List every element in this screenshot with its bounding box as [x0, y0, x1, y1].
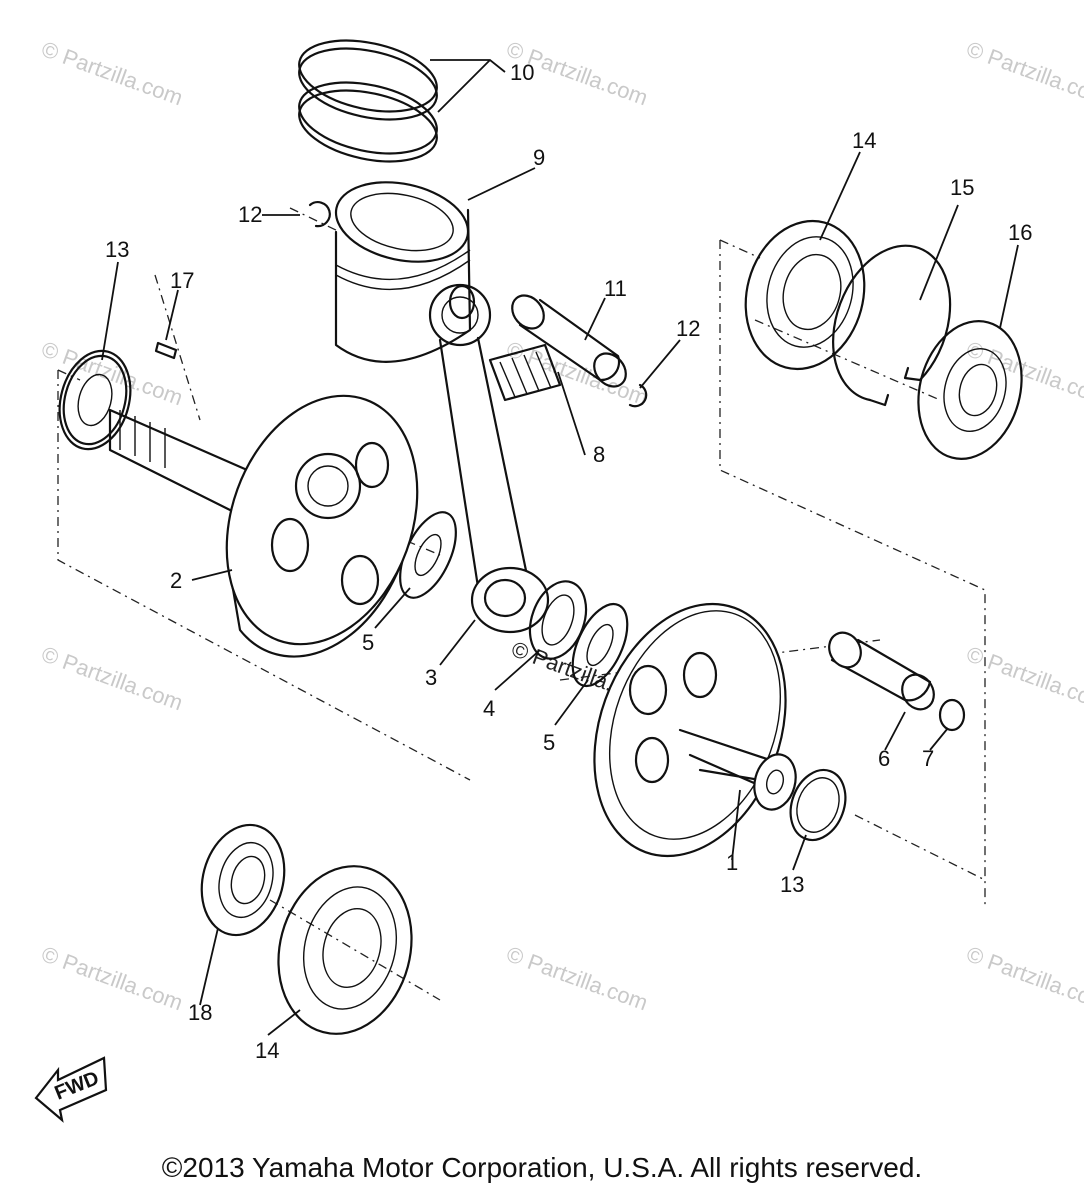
right-crank-half [593, 602, 797, 858]
callout-13: 13 [105, 237, 129, 262]
callout-12: 12 [238, 202, 262, 227]
callout-5: 5 [362, 630, 374, 655]
fwd-arrow: FWD [34, 1056, 108, 1123]
watermark: © Partzilla.com [38, 941, 186, 1015]
watermark: © Partzilla.com [963, 641, 1084, 715]
piston [334, 181, 476, 363]
callout-8: 8 [593, 442, 605, 467]
callout-7: 7 [922, 746, 934, 771]
callout-3: 3 [425, 665, 437, 690]
connecting-rod [428, 283, 550, 634]
callout-12: 12 [676, 316, 700, 341]
callout-16: 16 [1008, 220, 1032, 245]
leader-lines [101, 59, 1019, 1036]
watermark: © Partzilla.com [963, 36, 1084, 110]
callout-6: 6 [878, 746, 890, 771]
oil-seal [917, 320, 1023, 460]
right-shim [789, 768, 847, 842]
callout-4: 4 [483, 696, 495, 721]
callout-11: 11 [604, 276, 627, 301]
piston-pin [511, 294, 627, 388]
right-bearing [744, 219, 866, 371]
plug [938, 698, 966, 732]
watermark: © Partzilla.com [963, 941, 1084, 1015]
left-shim [58, 349, 132, 451]
callout-labels: 10 9 12 12 11 13 17 2 5 3 8 4 5 14 15 16… [105, 60, 1032, 1063]
circlips [308, 201, 648, 408]
callout-14: 14 [255, 1038, 279, 1063]
large-circlip [832, 244, 952, 407]
watermarks: © Partzilla.com © Partzilla.com © Partzi… [38, 36, 1084, 1015]
watermark: © Partzilla.com [503, 336, 651, 410]
callout-1: 1 [726, 850, 738, 875]
watermark: © Partzilla.com [503, 941, 651, 1015]
callout-2: 2 [170, 568, 182, 593]
callout-15: 15 [950, 175, 974, 200]
piston-rings [298, 39, 438, 163]
callout-14: 14 [852, 128, 876, 153]
watermark: © Partzilla.com [963, 336, 1084, 410]
callout-13: 13 [780, 872, 804, 897]
crank-pin [828, 631, 935, 711]
left-crank-half [62, 354, 419, 658]
callout-9: 9 [533, 145, 545, 170]
small-end-bearing [488, 343, 562, 402]
lower-oil-seal [200, 823, 286, 937]
watermark: © Partzilla.com [38, 641, 186, 715]
woodruff-key [154, 341, 178, 360]
callout-10: 10 [510, 60, 534, 85]
watermark: © Partzilla.com [38, 36, 186, 110]
copyright-notice: ©2013 Yamaha Motor Corporation, U.S.A. A… [161, 1152, 923, 1183]
callout-18: 18 [188, 1000, 212, 1025]
callout-5: 5 [543, 730, 555, 755]
lower-bearing [277, 865, 413, 1035]
callout-17: 17 [170, 268, 194, 293]
